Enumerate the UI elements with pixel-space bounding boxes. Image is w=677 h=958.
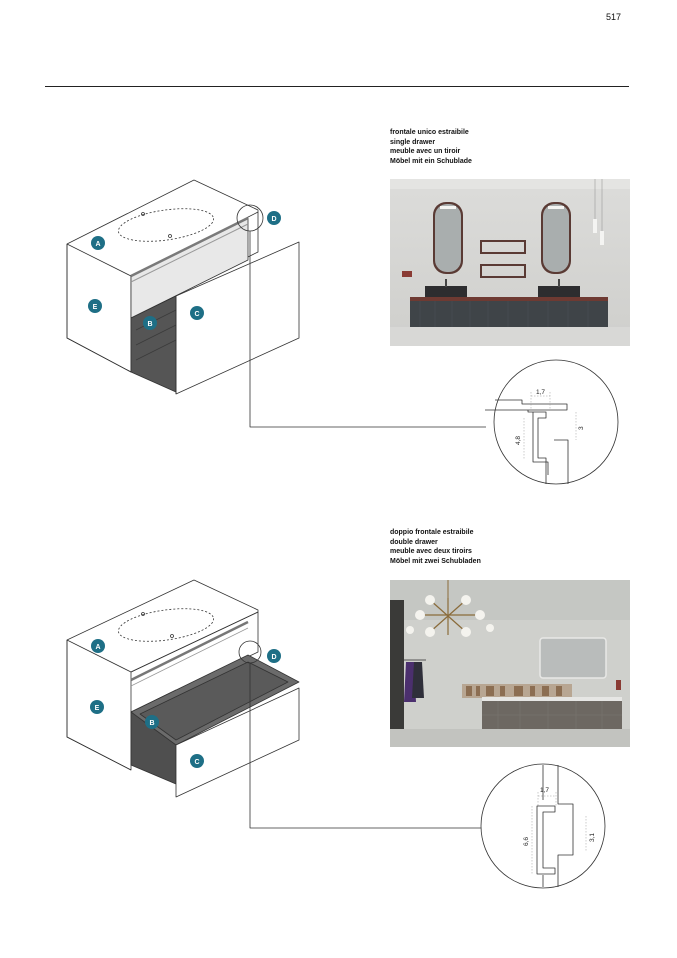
badge-a: A [91, 236, 105, 250]
caption-line-en: double drawer [390, 536, 438, 546]
bathroom-photo-double-drawer [390, 580, 630, 747]
svg-text:B: B [149, 720, 154, 727]
caption-single-drawer: frontale unico estraibile single drawer … [390, 127, 472, 165]
caption-line-fr: meuble avec deux tiroirs [390, 546, 472, 556]
badge-d: D [267, 211, 281, 225]
profile-detail-single [485, 359, 619, 485]
dim-height-label: 4,8 [515, 436, 522, 445]
caption-line-fr: meuble avec un tiroir [390, 146, 461, 156]
badge-c: C [190, 754, 204, 768]
header-rule [45, 86, 629, 87]
bathroom-photo-single-drawer [390, 179, 630, 346]
caption-line-it: doppio frontale estraibile [390, 527, 474, 536]
profile-detail-double [480, 763, 606, 889]
badge-b: B [145, 715, 159, 729]
dim-depth-label: 3,1 [589, 833, 596, 842]
svg-text:C: C [194, 759, 199, 766]
svg-text:D: D [271, 654, 276, 661]
svg-text:E: E [95, 705, 100, 712]
cabinet-double-drawer [66, 579, 300, 798]
svg-text:D: D [271, 216, 276, 223]
caption-double-drawer: doppio frontale estraibile double drawer… [390, 527, 481, 565]
badge-b: B [143, 316, 157, 330]
caption-line-en: single drawer [390, 136, 436, 146]
dim-depth-label: 3 [578, 426, 585, 430]
caption-line-de: Möbel mit zwei Schubladen [390, 555, 481, 565]
caption-line-de: Möbel mit ein Schublade [390, 155, 472, 165]
dim-height-label: 6,6 [523, 837, 530, 846]
dim-width-label: 1,7 [536, 389, 545, 396]
svg-text:A: A [95, 644, 100, 651]
cabinet-single-drawer [66, 179, 300, 395]
svg-text:A: A [95, 241, 100, 248]
caption-line-it: frontale unico estraibile [390, 127, 469, 136]
svg-text:C: C [194, 311, 199, 318]
badge-e: E [88, 299, 102, 313]
badge-c: C [190, 306, 204, 320]
svg-text:B: B [147, 321, 152, 328]
page-number: 517 [606, 12, 622, 22]
badge-e: E [90, 700, 104, 714]
badge-a: A [91, 639, 105, 653]
svg-text:E: E [93, 304, 98, 311]
dim-width-label: 1,7 [540, 787, 549, 794]
badge-d: D [267, 649, 281, 663]
